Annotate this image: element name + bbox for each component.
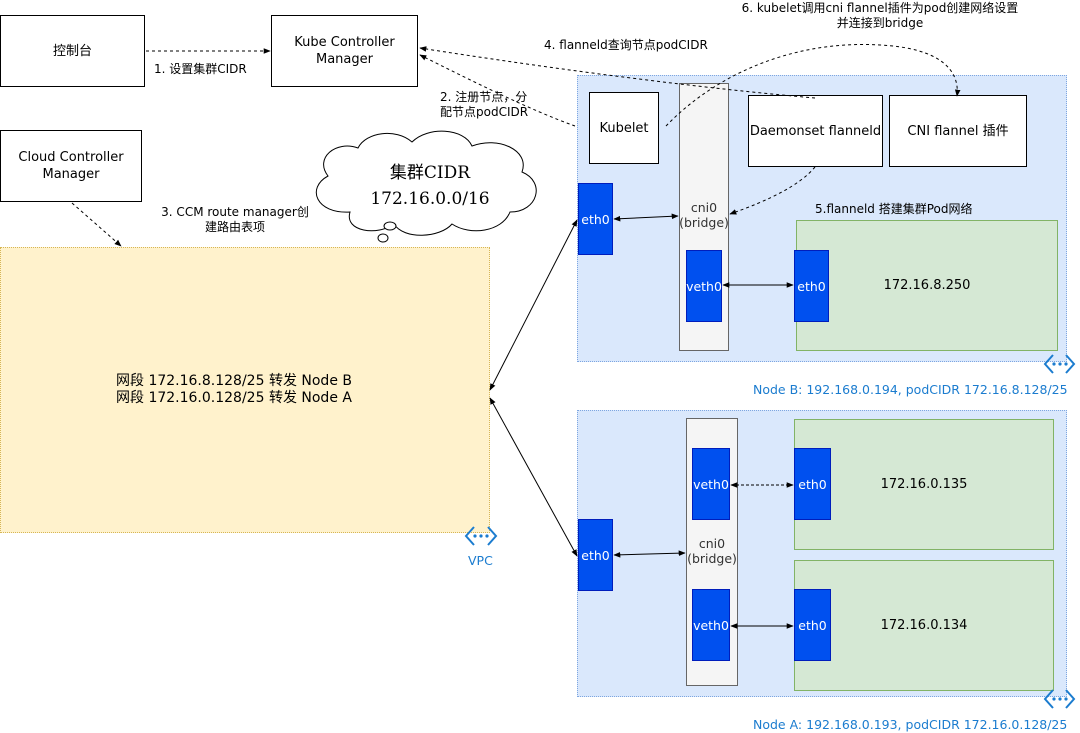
cloud-controller-manager-box[interactable]: Cloud Controller Manager: [0, 130, 142, 202]
cloud-line1: 集群CIDR: [389, 163, 471, 183]
vpc-region: [0, 247, 490, 533]
node-b-bridge-label: cni0 (bridge): [679, 200, 729, 230]
step4-label: 4. flanneld查询节点podCIDR: [544, 38, 708, 52]
node-a-label: Node A: 192.168.0.193, podCIDR 172.16.0.…: [753, 717, 1068, 732]
cni-plugin-label: CNI flannel 插件: [907, 123, 1009, 139]
vpc-route-table: 网段 172.16.8.128/25 转发 Node B 网段 172.16.0…: [116, 373, 352, 407]
cni-plugin-box[interactable]: CNI flannel 插件: [889, 95, 1027, 167]
node-b-pod[interactable]: 172.16.8.250: [796, 220, 1058, 351]
step5-label: 5.flanneld 搭建集群Pod网络: [815, 202, 973, 216]
console-label: 控制台: [52, 43, 92, 59]
node-b-pod-eth0[interactable]: eth0: [794, 250, 829, 322]
node-a-bridge-label: cni0 (bridge): [687, 536, 737, 566]
vpc-route-1: 网段 172.16.8.128/25 转发 Node B: [116, 373, 352, 389]
ccm-label-line1: Cloud Controller: [18, 150, 124, 165]
kubelet-label: Kubelet: [599, 120, 649, 136]
arrow-step3: [71, 202, 122, 247]
node-b-label: Node B: 192.168.0.194, podCIDR 172.16.8.…: [753, 382, 1068, 397]
link-vpc-node-b: [489, 219, 578, 391]
node-a-pod-2-eth0[interactable]: eth0: [794, 589, 831, 661]
node-b-pod-ip: 172.16.8.250: [883, 278, 971, 293]
step2-label: 2. 注册节点，分 配节点podCIDR: [440, 90, 529, 119]
node-a-pod-2[interactable]: 172.16.0.134: [794, 560, 1054, 691]
node-a-pod-1-eth0[interactable]: eth0: [794, 448, 831, 520]
ccm-label-line2: Manager: [42, 167, 100, 182]
step6-label: 6. kubelet调用cni flannel插件为pod创建网络设置 并连接到…: [741, 1, 1019, 30]
node-b-veth0[interactable]: veth0: [686, 250, 722, 322]
kcm-label-line2: Manager: [316, 52, 373, 67]
kcm-label-line1: Kube Controller: [294, 35, 395, 50]
kubelet-box[interactable]: Kubelet: [589, 92, 659, 164]
node-a-eth0[interactable]: eth0: [578, 519, 613, 591]
node-a-pod-1-ip: 172.16.0.135: [880, 477, 968, 492]
step3-label: 3. CCM route manager创 建路由表项: [161, 205, 309, 234]
link-vpc-node-a: [489, 397, 578, 557]
cloud-text: 集群CIDR 172.16.0.0/16: [330, 160, 530, 212]
console-box[interactable]: 控制台: [0, 15, 145, 87]
vpc-label: VPC: [468, 553, 493, 568]
flanneld-label: Daemonset flanneld: [749, 123, 882, 139]
node-a-veth0-top[interactable]: veth0: [692, 448, 730, 520]
vpc-route-2: 网段 172.16.0.128/25 转发 Node A: [116, 390, 352, 406]
node-a-veth0-bottom[interactable]: veth0: [692, 589, 730, 661]
step1-label: 1. 设置集群CIDR: [154, 62, 247, 76]
kube-controller-manager-box[interactable]: Kube Controller Manager: [271, 15, 418, 87]
node-a-pod-2-ip: 172.16.0.134: [880, 618, 968, 633]
cloud-line2: 172.16.0.0/16: [370, 189, 490, 209]
node-b-eth0[interactable]: eth0: [578, 183, 613, 255]
flanneld-box[interactable]: Daemonset flanneld: [748, 95, 883, 167]
node-a-pod-1[interactable]: 172.16.0.135: [794, 419, 1054, 550]
